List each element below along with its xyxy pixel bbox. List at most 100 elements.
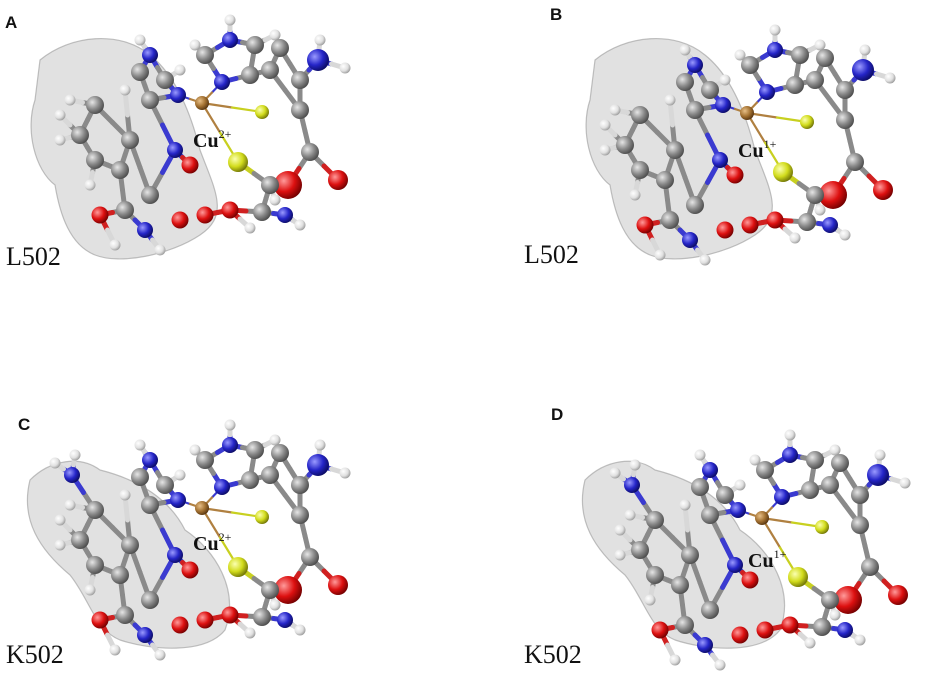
panel-c-letter: C <box>18 415 31 434</box>
hydrogen-atom <box>54 134 66 146</box>
hydrogen-atom <box>769 24 781 36</box>
nitrogen-atom <box>142 47 158 63</box>
nitrogen-atom <box>682 232 698 248</box>
hydrogen-atom <box>294 219 306 231</box>
nitrogen-atom <box>137 627 153 643</box>
nitrogen-atom <box>307 49 329 71</box>
oxygen-atom <box>888 585 908 605</box>
carbon-atom <box>291 506 309 524</box>
hydrogen-atom <box>884 72 896 84</box>
panel-a-letter: A <box>5 13 18 32</box>
nitrogen-atom <box>852 59 874 81</box>
oxygen-atom <box>221 201 239 219</box>
hydrogen-atom <box>54 539 66 551</box>
carbon-atom <box>661 211 679 229</box>
oxygen-atom <box>731 626 749 644</box>
carbon-atom <box>261 466 279 484</box>
nitrogen-atom <box>307 454 329 476</box>
panel-b-letter: B <box>550 5 563 24</box>
carbon-atom <box>831 454 849 472</box>
copper-atom <box>755 511 769 525</box>
carbon-atom <box>253 203 271 221</box>
carbon-atom <box>131 63 149 81</box>
sulfur-atom <box>800 115 814 129</box>
hydrogen-atom <box>624 509 636 521</box>
nitrogen-atom <box>687 57 703 73</box>
oxygen-atom <box>741 571 759 589</box>
nitrogen-atom <box>822 217 838 233</box>
carbon-atom <box>241 66 259 84</box>
nitrogen-atom <box>730 502 746 518</box>
hydrogen-atom <box>629 459 641 471</box>
carbon-atom <box>676 73 694 91</box>
panel-b-molecule <box>585 24 896 266</box>
carbon-atom <box>121 131 139 149</box>
hydrogen-atom <box>599 144 611 156</box>
panel-d-copper-label: Cu1+ <box>748 547 787 572</box>
carbon-atom <box>846 153 864 171</box>
hydrogen-atom <box>714 659 726 671</box>
nitrogen-atom <box>277 612 293 628</box>
nitrogen-atom <box>837 622 853 638</box>
hydrogen-atom <box>679 44 691 56</box>
carbon-atom <box>301 548 319 566</box>
hydrogen-atom <box>84 179 96 191</box>
copper-atom <box>195 96 209 110</box>
hydrogen-atom <box>174 64 186 76</box>
panel-d-letter: D <box>551 405 564 424</box>
oxygen-atom <box>196 206 214 224</box>
carbon-atom <box>686 196 704 214</box>
hydrogen-atom <box>829 609 841 621</box>
hydrogen-atom <box>269 599 281 611</box>
hydrogen-atom <box>784 429 796 441</box>
carbon-atom <box>71 531 89 549</box>
carbon-atom <box>666 141 684 159</box>
carbon-atom <box>631 541 649 559</box>
hydrogen-atom <box>269 434 281 446</box>
hydrogen-atom <box>54 514 66 526</box>
hydrogen-atom <box>854 634 866 646</box>
oxygen-atom <box>819 181 847 209</box>
hydrogen-atom <box>789 232 801 244</box>
panel-c-copper-label: Cu2+ <box>193 530 232 555</box>
hydrogen-atom <box>49 457 61 469</box>
carbon-atom <box>701 506 719 524</box>
carbon-atom <box>261 176 279 194</box>
hydrogen-atom <box>154 244 166 256</box>
nitrogen-atom <box>167 547 183 563</box>
carbon-atom <box>646 511 664 529</box>
hydrogen-atom <box>69 449 81 461</box>
hydrogen-atom <box>679 499 691 511</box>
carbon-atom <box>671 576 689 594</box>
hydrogen-atom <box>859 44 871 56</box>
carbon-atom <box>836 111 854 129</box>
hydrogen-atom <box>224 419 236 431</box>
hydrogen-atom <box>629 189 641 201</box>
carbon-atom <box>631 106 649 124</box>
carbon-atom <box>821 591 839 609</box>
hydrogen-atom <box>664 94 676 106</box>
hydrogen-atom <box>174 469 186 481</box>
panel-c-molecule <box>26 419 351 661</box>
carbon-atom <box>86 151 104 169</box>
oxygen-atom <box>274 171 302 199</box>
carbon-atom <box>301 143 319 161</box>
hydrogen-atom <box>189 444 201 456</box>
nitrogen-atom <box>222 437 238 453</box>
carbon-atom <box>851 486 869 504</box>
sulfur-atom <box>228 557 248 577</box>
hydrogen-atom <box>614 524 626 536</box>
carbon-atom <box>851 516 869 534</box>
panel-b-residue-label: L502 <box>524 240 579 269</box>
carbon-atom <box>701 81 719 99</box>
hydrogen-atom <box>654 249 666 261</box>
carbon-atom <box>806 71 824 89</box>
carbon-atom <box>816 49 834 67</box>
carbon-atom <box>861 558 879 576</box>
hydrogen-atom <box>134 439 146 451</box>
carbon-atom <box>271 39 289 57</box>
hydrogen-atom <box>244 627 256 639</box>
panel-c-molecule-atoms <box>49 419 351 661</box>
hydrogen-atom <box>109 644 121 656</box>
